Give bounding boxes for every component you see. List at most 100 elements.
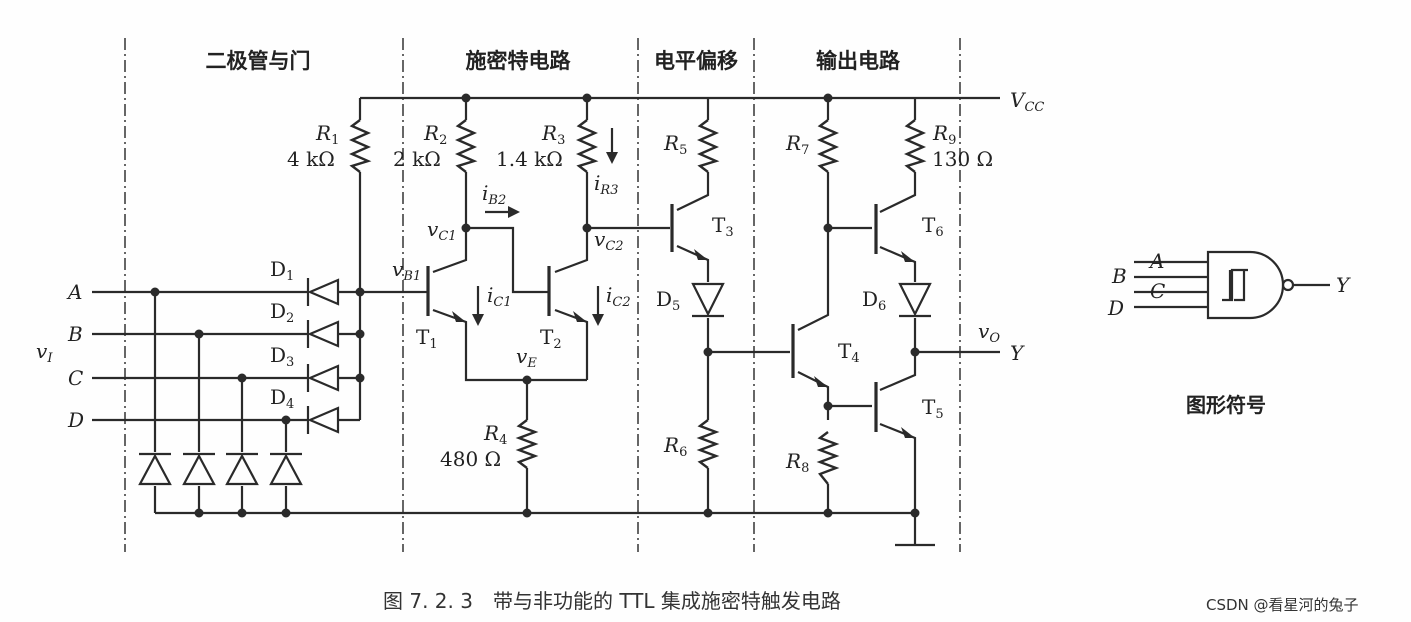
svg-text:T2: T2 [540, 325, 562, 352]
r8-label: R [785, 449, 801, 473]
symbol-caption: 图形符号 [1186, 393, 1266, 417]
r9-subscript: 9 [948, 133, 956, 148]
vo-label: v [978, 319, 990, 343]
t5-subscript: 5 [935, 407, 943, 422]
svg-text:D6: D6 [862, 287, 886, 314]
svg-text:R6: R6 [663, 433, 687, 460]
svg-text:T3: T3 [712, 213, 734, 240]
ib2-subscript: B2 [487, 193, 506, 208]
r6-subscript: 6 [679, 445, 687, 460]
r7-label: R [785, 131, 801, 155]
logic-symbol: A B C D Y 图形符号 [1107, 249, 1351, 417]
r8-zigzag [816, 431, 840, 485]
d5-subscript: 5 [672, 299, 680, 314]
t1-subscript: 1 [429, 337, 437, 352]
d5-label: D [656, 287, 672, 311]
svg-text:vO: vO [978, 319, 1000, 346]
r7-zigzag [817, 119, 840, 173]
r4-zigzag [515, 419, 539, 469]
r4-subscript: 4 [499, 433, 507, 448]
svg-text:T4: T4 [838, 339, 860, 366]
ir3-subscript: R3 [599, 183, 618, 198]
r6-zigzag [696, 419, 720, 469]
input-a-label: A [66, 280, 82, 304]
svg-text:vC2: vC2 [594, 227, 624, 254]
svg-text:vI: vI [36, 339, 53, 366]
r8-subscript: 8 [801, 461, 809, 476]
r4-label: R [483, 421, 499, 445]
r3-zigzag [576, 119, 599, 173]
symbol-input-b: B [1111, 264, 1127, 288]
svg-text:D4: D4 [270, 385, 294, 412]
r4-value: 480 Ω [440, 447, 501, 471]
r5-subscript: 5 [679, 143, 687, 158]
t4-label: T [838, 339, 852, 363]
d1-subscript: 1 [286, 269, 294, 284]
ve-subscript: E [526, 356, 537, 371]
svg-text:R2: R2 [423, 121, 447, 148]
vo-subscript: O [989, 331, 1000, 346]
symbol-input-a: A [1148, 249, 1164, 273]
svg-text:vE: vE [516, 344, 537, 371]
d6-subscript: 6 [878, 299, 886, 314]
vb1-label: v [392, 257, 404, 281]
shift-diodes [691, 282, 932, 318]
section-title-schmitt: 施密特电路 [466, 49, 572, 73]
svg-text:D3: D3 [270, 343, 294, 370]
vb1-subscript: B1 [402, 269, 421, 284]
section-title-level-shift: 电平偏移 [654, 49, 738, 73]
clamp-diodes [138, 452, 303, 486]
svg-text:T6: T6 [922, 213, 944, 240]
input-diodes [306, 278, 340, 434]
t3-subscript: 3 [725, 225, 733, 240]
symbol-input-c: C [1150, 279, 1165, 303]
nand-gate-body [1206, 250, 1285, 320]
ic1-label: i [487, 283, 493, 307]
t2-label: T [540, 325, 554, 349]
symbol-input-d: D [1107, 296, 1124, 320]
hysteresis-icon [1222, 268, 1248, 302]
ir3-label: i [594, 171, 600, 195]
r3-label: R [541, 121, 557, 145]
t1-label: T [416, 325, 430, 349]
svg-text:R4: R4 [483, 421, 507, 448]
svg-text:R8: R8 [785, 449, 809, 476]
r3-subscript: 3 [557, 133, 565, 148]
r1-subscript: 1 [331, 133, 339, 148]
r1-label: R [315, 121, 331, 145]
svg-text:VCC: VCC [1010, 88, 1044, 115]
inversion-bubble [1281, 278, 1295, 292]
svg-text:R3: R3 [541, 121, 565, 148]
input-d-label: D [67, 408, 84, 432]
r5-label: R [663, 131, 679, 155]
input-c-label: C [68, 366, 83, 390]
vcc-label: V [1010, 88, 1027, 112]
svg-text:vC1: vC1 [427, 217, 457, 244]
ic1-subscript: C1 [493, 295, 511, 310]
t5-label: T [922, 395, 936, 419]
d2-subscript: 2 [286, 311, 294, 326]
svg-text:iB2: iB2 [482, 181, 506, 208]
t6-subscript: 6 [935, 225, 943, 240]
emitter-arrows [452, 249, 915, 438]
vi-label: v [36, 339, 48, 363]
svg-text:iC1: iC1 [487, 283, 512, 310]
svg-text:R5: R5 [663, 131, 687, 158]
svg-text:D2: D2 [270, 299, 294, 326]
d3-subscript: 3 [286, 355, 294, 370]
vcc-subscript: CC [1024, 100, 1044, 115]
section-title-output: 输出电路 [816, 49, 901, 73]
vc2-subscript: C2 [605, 239, 623, 254]
svg-text:iR3: iR3 [594, 171, 618, 198]
svg-text:D1: D1 [270, 257, 294, 284]
ic2-label: i [606, 283, 612, 307]
svg-text:D5: D5 [656, 287, 680, 314]
r9-value: 130 Ω [932, 147, 993, 171]
symbol-output-y: Y [1336, 273, 1351, 297]
t6-label: T [922, 213, 936, 237]
r2-label: R [423, 121, 439, 145]
r3-value: 1.4 kΩ [496, 147, 563, 171]
r2-value: 2 kΩ [393, 147, 441, 171]
svg-text:iC2: iC2 [606, 283, 631, 310]
